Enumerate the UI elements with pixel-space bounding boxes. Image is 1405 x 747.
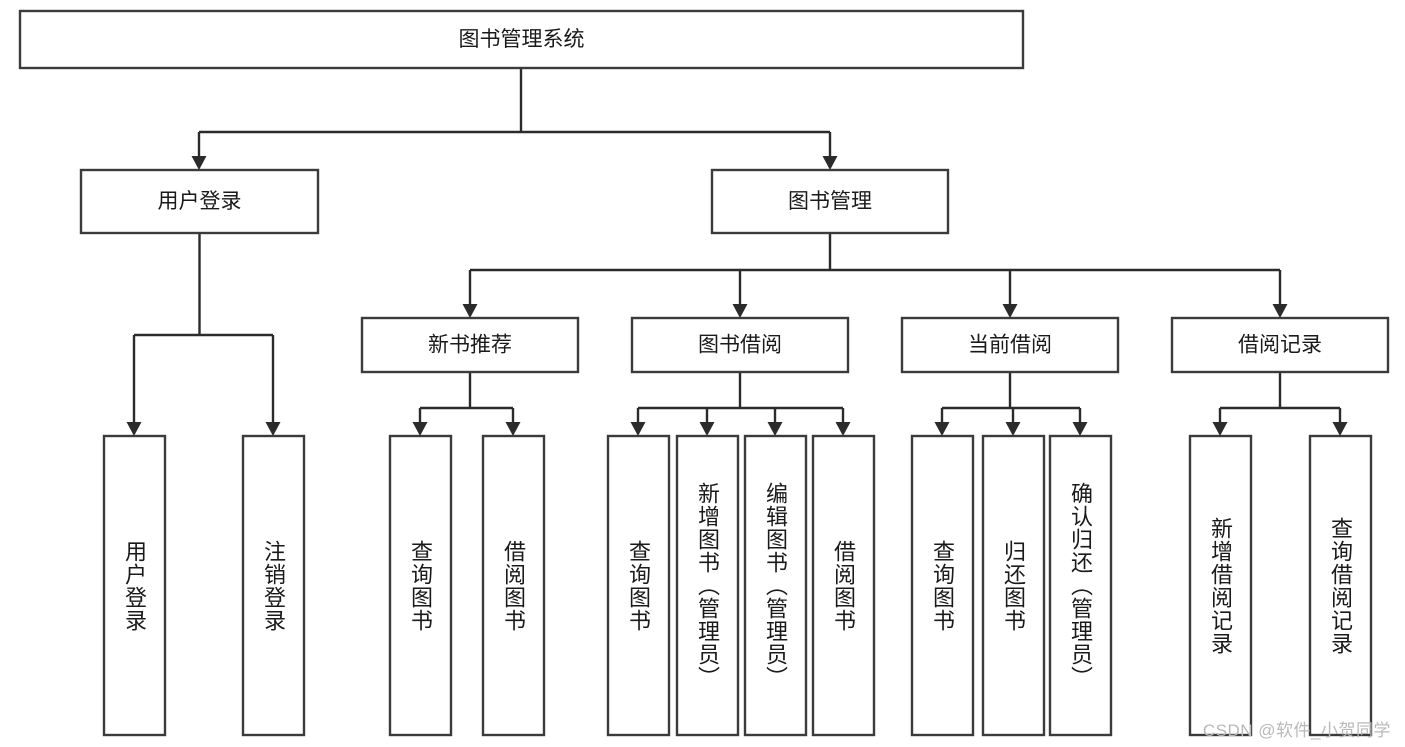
node-leaf-borrow-query-book[interactable] xyxy=(606,434,671,737)
node-label: 用户登录 xyxy=(158,190,242,213)
node-leaf-user-logout[interactable] xyxy=(241,434,306,737)
arrow-head xyxy=(412,422,428,436)
arrow-head xyxy=(1332,422,1348,436)
node-root[interactable]: 图书管理系统 xyxy=(18,9,1025,70)
arrow-head xyxy=(767,422,783,436)
node-leaf-rec-query-book[interactable] xyxy=(388,434,453,737)
arrow-head xyxy=(505,422,521,436)
node-box[interactable] xyxy=(910,434,975,737)
arrow-head xyxy=(1002,304,1018,318)
node-box[interactable] xyxy=(1188,434,1253,737)
arrow-head xyxy=(630,422,646,436)
arrow-head xyxy=(1005,422,1021,436)
node-leaf-borrow-add-book[interactable] xyxy=(675,434,740,737)
arrow-head xyxy=(462,304,478,318)
node-leaf-rec-query-record[interactable] xyxy=(1308,434,1373,737)
node-book-manage[interactable]: 图书管理 xyxy=(710,168,950,235)
node-book-borrow[interactable]: 图书借阅 xyxy=(630,316,850,374)
node-box[interactable] xyxy=(981,434,1046,737)
node-box[interactable] xyxy=(79,168,320,235)
node-label: 图书管理 xyxy=(788,190,872,213)
node-leaf-cur-query-book[interactable] xyxy=(910,434,975,737)
node-box[interactable] xyxy=(811,434,876,737)
connector-layer xyxy=(126,68,1348,436)
node-box[interactable] xyxy=(710,168,950,235)
node-label: 图书借阅 xyxy=(698,334,782,357)
node-label: 当前借阅 xyxy=(968,334,1052,357)
node-user-login[interactable]: 用户登录 xyxy=(79,168,320,235)
arrow-head xyxy=(934,422,950,436)
node-box[interactable] xyxy=(1170,316,1390,374)
node-label: 新书推荐 xyxy=(428,334,512,357)
node-leaf-rec-borrow-book[interactable] xyxy=(481,434,546,737)
node-label: 图书管理系统 xyxy=(459,28,585,51)
node-box[interactable] xyxy=(743,434,808,737)
arrow-head xyxy=(732,304,748,318)
arrow-head xyxy=(265,422,281,436)
node-leaf-borrow-edit-book[interactable] xyxy=(743,434,808,737)
node-box[interactable] xyxy=(1308,434,1373,737)
node-box[interactable] xyxy=(481,434,546,737)
node-new-book-recommend[interactable]: 新书推荐 xyxy=(360,316,580,374)
node-leaf-rec-add-record[interactable] xyxy=(1188,434,1253,737)
arrow-head xyxy=(1272,304,1288,318)
node-leaf-cur-confirm-return[interactable] xyxy=(1048,434,1113,737)
arrow-head xyxy=(835,422,851,436)
node-leaf-user-login[interactable] xyxy=(102,434,167,737)
node-box[interactable] xyxy=(675,434,740,737)
node-box[interactable] xyxy=(388,434,453,737)
node-box[interactable] xyxy=(102,434,167,737)
node-current-borrow[interactable]: 当前借阅 xyxy=(900,316,1120,374)
node-box[interactable] xyxy=(1048,434,1113,737)
node-box[interactable] xyxy=(18,9,1025,70)
csdn-watermark: CSDN @软件_小贺同学 xyxy=(1202,721,1391,740)
node-box[interactable] xyxy=(900,316,1120,374)
node-leaf-cur-return-book[interactable] xyxy=(981,434,1046,737)
node-box[interactable] xyxy=(241,434,306,737)
node-borrow-record[interactable]: 借阅记录 xyxy=(1170,316,1390,374)
arrow-head xyxy=(126,422,142,436)
node-box[interactable] xyxy=(606,434,671,737)
arrow-head xyxy=(1072,422,1088,436)
arrow-head xyxy=(822,156,838,170)
arrow-head xyxy=(699,422,715,436)
arrow-head xyxy=(191,156,207,170)
node-box[interactable] xyxy=(360,316,580,374)
node-leaf-borrow-borrow-book[interactable] xyxy=(811,434,876,737)
arrow-head xyxy=(1212,422,1228,436)
node-box[interactable] xyxy=(630,316,850,374)
node-label: 借阅记录 xyxy=(1238,334,1322,357)
